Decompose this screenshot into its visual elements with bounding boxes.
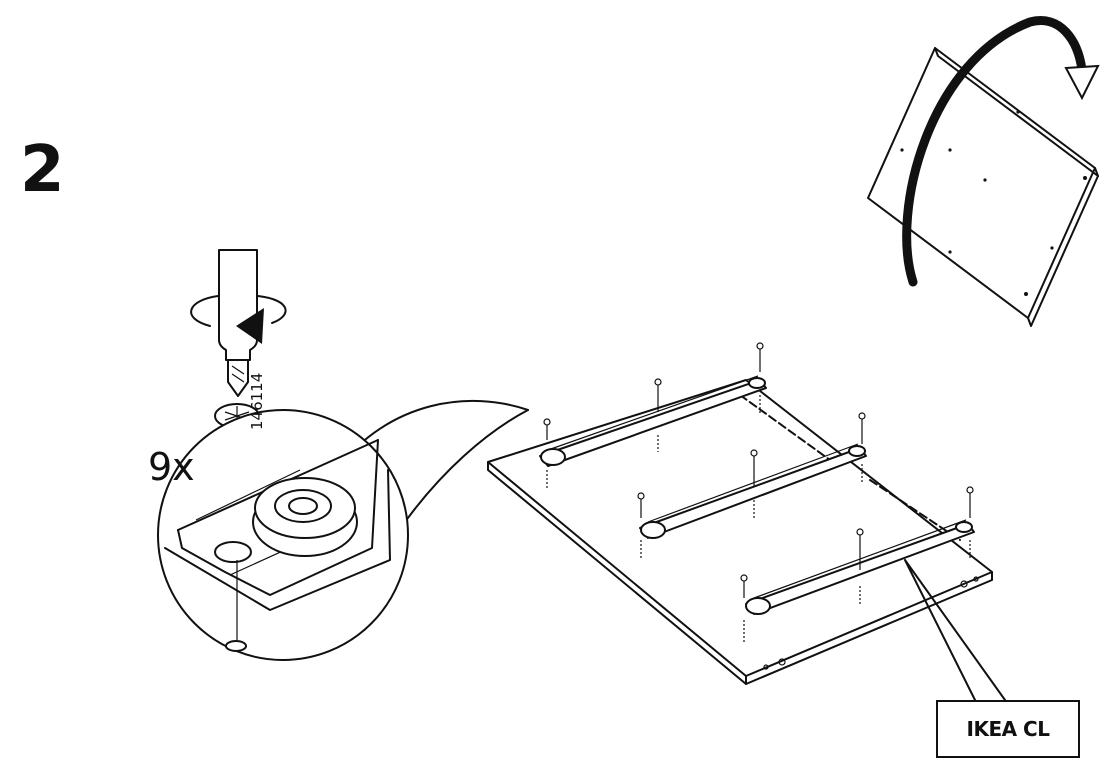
rail-2 — [639, 443, 867, 539]
rail-screws — [543, 342, 974, 644]
part-number-label: 146114 — [248, 372, 266, 430]
quantity-label: 9x — [148, 445, 195, 489]
flipped-panel-illustration — [867, 47, 1099, 327]
base-panel — [487, 379, 993, 685]
rotation-arrow-icon — [190, 295, 287, 344]
rail-1 — [539, 375, 767, 467]
step-number: 2 — [20, 133, 65, 207]
callout-label: IKEA CL — [966, 717, 1050, 741]
callout-pointer — [904, 559, 1006, 701]
detail-magnifier — [157, 399, 529, 661]
flip-arrow-icon — [902, 16, 1100, 287]
callout-label-box: IKEA CL — [936, 700, 1080, 758]
